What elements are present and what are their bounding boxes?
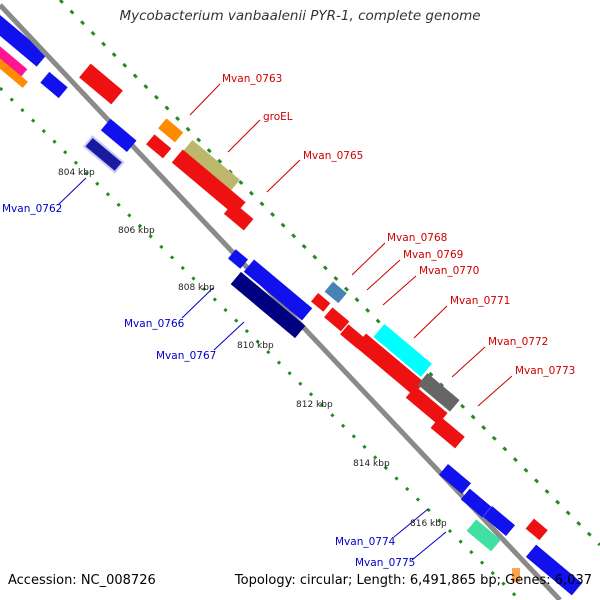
forward-gene-labels: Mvan_0763 groEL Mvan_0765 Mvan_0768 Mvan… bbox=[222, 73, 575, 377]
label-mvan-0775[interactable]: Mvan_0775 bbox=[355, 557, 415, 569]
label-groel[interactable]: groEL bbox=[263, 111, 293, 123]
tick-label-804: 804 kbp bbox=[58, 168, 95, 178]
tick-label-810: 810 kbp bbox=[237, 341, 274, 351]
partial-feature-orange[interactable] bbox=[0, 56, 28, 88]
gene-mvan-0772[interactable] bbox=[355, 333, 425, 396]
reverse-gene-labels: Mvan_0762 Mvan_0766 Mvan_0767 Mvan_0774 … bbox=[2, 203, 415, 569]
reverse-leader-lines bbox=[57, 177, 447, 561]
gene-mvan-0774[interactable] bbox=[460, 488, 492, 518]
label-mvan-0763[interactable]: Mvan_0763 bbox=[222, 73, 282, 85]
gene-feature-red-6[interactable] bbox=[430, 416, 465, 449]
gene-mvan-0763[interactable] bbox=[158, 118, 184, 143]
tick-label-812: 812 kbp bbox=[296, 400, 333, 410]
tick-label-816: 816 kbp bbox=[410, 519, 447, 529]
label-mvan-0767[interactable]: Mvan_0767 bbox=[156, 350, 216, 362]
gene-mvan-0774-a[interactable] bbox=[439, 463, 471, 495]
scale-tick-labels: 804 kbp 806 kbp 808 kbp 810 kbp 812 kbp … bbox=[58, 168, 447, 529]
gene-feature-red[interactable] bbox=[79, 63, 123, 105]
label-mvan-0765[interactable]: Mvan_0765 bbox=[303, 150, 363, 162]
label-mvan-0771[interactable]: Mvan_0771 bbox=[450, 295, 510, 307]
gene-feature-blue-small[interactable] bbox=[40, 71, 68, 99]
forward-leader-lines bbox=[189, 83, 513, 407]
gene-feature-blue-4[interactable] bbox=[525, 544, 583, 596]
forward-strand-genes bbox=[79, 63, 548, 541]
accession-text: Accession: NC_008726 bbox=[8, 573, 156, 588]
gene-mvan-0767[interactable] bbox=[230, 271, 306, 339]
label-mvan-0773[interactable]: Mvan_0773 bbox=[515, 365, 575, 377]
gene-mvan-0770[interactable] bbox=[324, 307, 350, 332]
gene-feature-blue-tiny[interactable] bbox=[228, 249, 248, 269]
map-title: Mycobacterium vanbaalenii PYR-1, complet… bbox=[119, 8, 481, 24]
tick-label-814: 814 kbp bbox=[353, 459, 390, 469]
gene-feature-red-3[interactable] bbox=[223, 202, 254, 231]
gene-mvan-0765[interactable] bbox=[171, 149, 246, 216]
gene-mvan-0766[interactable] bbox=[243, 259, 313, 321]
label-mvan-0762[interactable]: Mvan_0762 bbox=[2, 203, 62, 215]
gene-feature-blue-3[interactable] bbox=[483, 505, 515, 537]
gene-mvan-0769[interactable] bbox=[311, 293, 331, 312]
gene-mvan-0775[interactable] bbox=[466, 519, 501, 552]
gene-groel[interactable] bbox=[181, 139, 240, 193]
gene-feature-orange-small[interactable] bbox=[512, 568, 520, 582]
tick-label-806: 806 kbp bbox=[118, 226, 155, 236]
gene-feature-blue-2[interactable] bbox=[100, 118, 137, 153]
gene-mvan-0771[interactable] bbox=[373, 323, 432, 377]
gc-track-inner bbox=[0, 86, 522, 600]
partial-feature-blue[interactable] bbox=[0, 9, 47, 67]
label-mvan-0768[interactable]: Mvan_0768 bbox=[387, 232, 447, 244]
label-mvan-0770[interactable]: Mvan_0770 bbox=[419, 265, 479, 277]
label-mvan-0766[interactable]: Mvan_0766 bbox=[124, 318, 185, 330]
gene-feature-red-small[interactable] bbox=[146, 134, 172, 159]
label-mvan-0774[interactable]: Mvan_0774 bbox=[335, 536, 396, 548]
gene-mvan-0773[interactable] bbox=[417, 373, 460, 412]
tick-label-808: 808 kbp bbox=[178, 283, 215, 293]
gene-mvan-0768[interactable] bbox=[324, 281, 347, 304]
partial-feature-pink[interactable] bbox=[0, 37, 28, 77]
topology-text: Topology: circular; Length: 6,491,865 bp… bbox=[234, 573, 592, 588]
gene-feature-red-5[interactable] bbox=[405, 386, 448, 425]
label-mvan-0772[interactable]: Mvan_0772 bbox=[488, 336, 548, 348]
label-mvan-0769[interactable]: Mvan_0769 bbox=[403, 249, 463, 261]
gene-feature-red-7[interactable] bbox=[525, 518, 548, 541]
gc-track-outer bbox=[58, 0, 600, 547]
gene-mvan-0762[interactable] bbox=[82, 135, 125, 174]
reverse-strand-genes bbox=[40, 71, 583, 596]
